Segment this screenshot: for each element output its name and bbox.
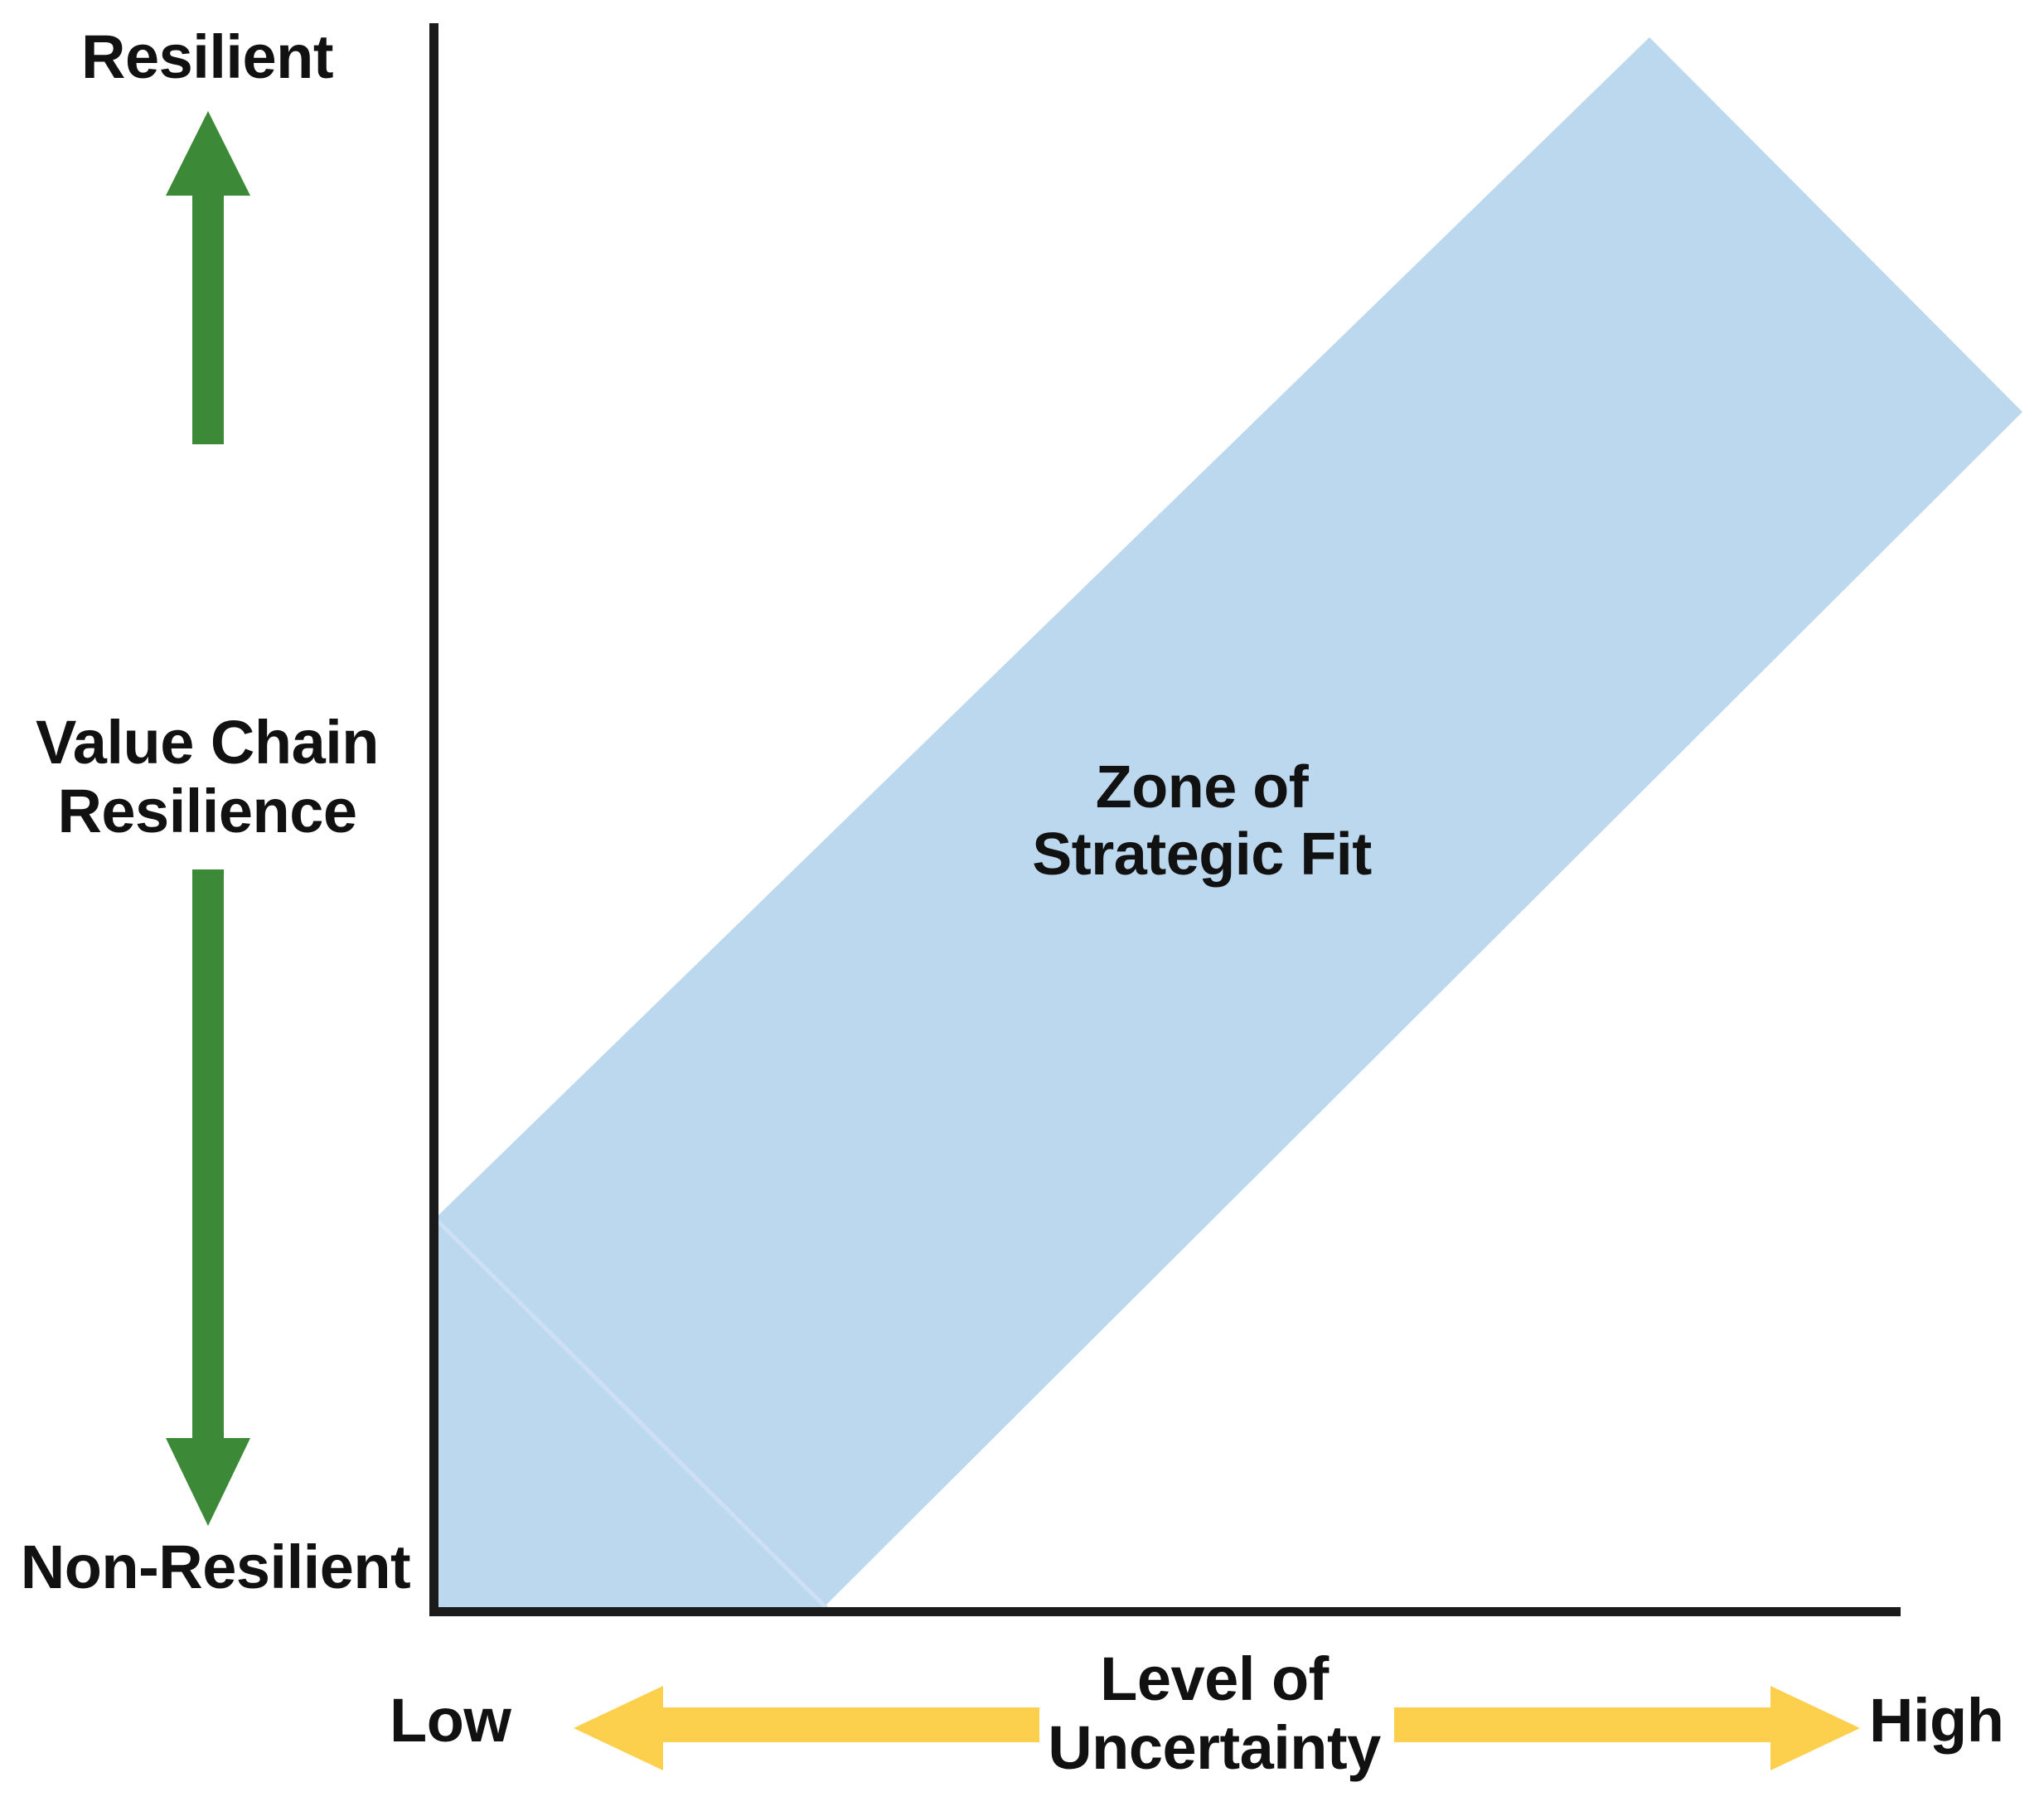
green-up-arrow-icon	[166, 111, 250, 444]
green-down-arrow-icon	[166, 869, 250, 1526]
y-axis-line	[429, 23, 438, 1616]
x-axis-title: Level of Uncertainty	[1048, 1644, 1381, 1782]
yellow-right-arrow-icon	[1394, 1686, 1860, 1770]
x-axis-low-label: Low	[390, 1686, 511, 1755]
yellow-left-arrow-icon	[574, 1686, 1039, 1770]
zone-of-strategic-fit-label: Zone of Strategic Fit	[1032, 754, 1372, 888]
y-axis-title: Value Chain Resilience	[36, 708, 379, 845]
x-axis-high-label: High	[1869, 1686, 2004, 1755]
y-axis-top-label: Resilient	[81, 22, 333, 91]
y-axis-bottom-label: Non-Resilient	[20, 1533, 411, 1601]
x-axis-line	[429, 1607, 1901, 1616]
